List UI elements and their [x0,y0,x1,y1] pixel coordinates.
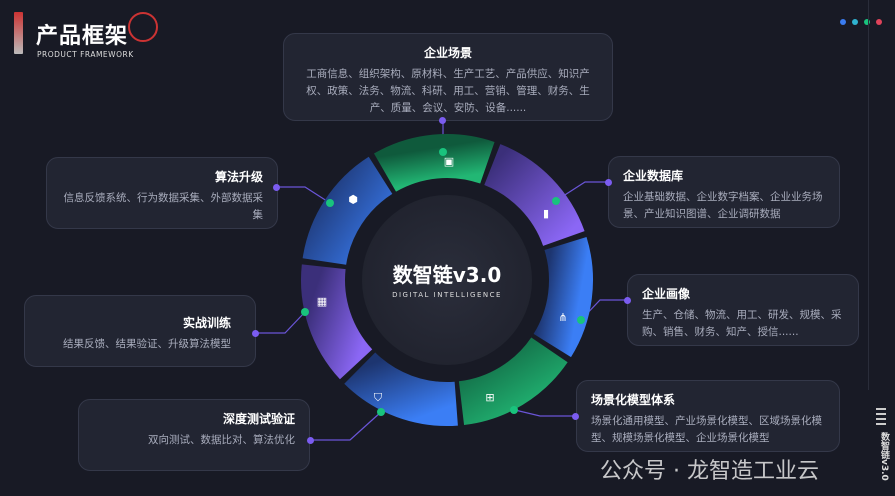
card-enterprise-database: 企业数据库 企业基础数据、企业数字档案、企业业务场景、产业知识图谱、企业调研数据 [608,156,840,228]
card-body: 场景化通用模型、产业场景化模型、区域场景化模型、规模场景化模型、企业场景化模型 [591,415,822,444]
segment-portrait [533,236,593,358]
cube-icon: ⬢ [348,193,358,206]
card-title: 实战训练 [182,316,231,330]
card-title: 企业画像 [642,287,691,301]
card-deep-test: 深度测试验证 双向测试、数据比对、算法优化 [78,399,310,471]
watermark: 公众号 · 龙智造工业云 [600,459,819,484]
side-divider [868,0,869,390]
shield-icon: ⛉ [373,391,383,404]
connector-dot [605,179,612,186]
side-label: 数智链v3.0 [879,432,889,481]
card-algorithm-upgrade: 算法升级 信息反馈系统、行为数据采集、外部数据采集 [46,157,278,229]
segment-algorithm [302,156,393,266]
node-dot [510,406,518,414]
segment-test [344,352,458,426]
card-title: 算法升级 [214,170,263,184]
card-title: 场景化模型体系 [591,393,676,407]
card-practical-training: 实战训练 结果反馈、结果验证、升级算法模型 [24,295,256,367]
card-body: 信息反馈系统、行为数据采集、外部数据采集 [63,192,264,221]
center-hub: 数智链v3.0 DIGITAL INTELLIGENCE [362,195,532,365]
page-subtitle: PRODUCT FRAMEWORK [37,50,134,59]
card-title: 深度测试验证 [222,412,295,426]
node-dot [377,408,385,416]
card-enterprise-portrait: 企业画像 生产、仓储、物流、用工、研发、规模、采购、销售、财务、知产、授信...… [627,274,859,346]
card-enterprise-scene: 企业场景 工商信息、组织架构、原材料、生产工艺、产品供应、知识产权、政策、法务、… [283,33,613,121]
center-subtitle: DIGITAL INTELLIGENCE [392,291,502,299]
dot-red [876,19,882,25]
dot-cyan [852,19,858,25]
card-body: 双向测试、数据比对、算法优化 [148,434,295,446]
node-dot [552,197,560,205]
bar-chart-icon: ▮ [542,207,550,220]
connector-dot [624,297,631,304]
card-body: 生产、仓储、物流、用工、研发、规模、采购、销售、财务、知产、授信...... [642,309,842,338]
connector-dot [252,330,259,337]
connector-dot [572,413,579,420]
card-scenario-model: 场景化模型体系 场景化通用模型、产业场景化模型、区域场景化模型、规模场景化模型、… [576,380,840,452]
hierarchy-icon: ⊞ [485,391,495,404]
connector-dot [439,117,446,124]
dot-green [864,19,870,25]
card-body: 结果反馈、结果验证、升级算法模型 [63,338,231,350]
segment-training [301,264,373,380]
node-dot [301,308,309,316]
node-dot [326,199,334,207]
card-body: 企业基础数据、企业数字档案、企业业务场景、产业知识图谱、企业调研数据 [623,191,823,220]
node-dot [577,316,585,324]
card-body: 工商信息、组织架构、原材料、生产工艺、产品供应、知识产权、政策、法务、物流、科研… [306,68,590,114]
connector-dot [273,184,280,191]
side-bars [876,408,886,428]
monitor-icon: ▣ [443,155,455,168]
segment-model [458,336,568,425]
network-icon: ⋔ [558,311,568,324]
dot-blue [840,19,846,25]
segment-database [483,144,585,247]
center-title: 数智链v3.0 [392,263,502,287]
segment-scene [374,134,495,192]
page-title: 产品框架 [36,24,129,49]
card-title: 企业场景 [423,46,472,60]
connector-dot [307,437,314,444]
title-circle-decoration [128,12,158,42]
node-dot [439,148,447,156]
chip-icon: ▦ [316,295,328,308]
card-title: 企业数据库 [623,169,684,183]
title-accent-bar [14,12,23,54]
